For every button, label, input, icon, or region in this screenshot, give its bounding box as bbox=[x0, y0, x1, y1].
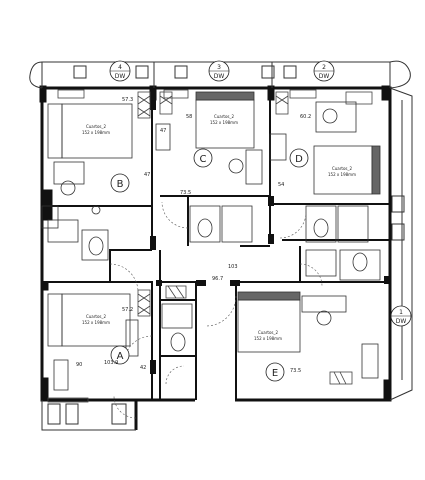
beds bbox=[47, 91, 381, 353]
dim-label: 96.7 bbox=[212, 276, 223, 282]
right-balcony bbox=[389, 87, 413, 401]
window-code: DW bbox=[214, 73, 225, 80]
dim-label: 60.2 bbox=[300, 114, 311, 120]
bed-note: Cuartos_2 bbox=[258, 330, 279, 335]
window-tag-2: 2 DW bbox=[313, 60, 335, 82]
window-num: 3 bbox=[217, 64, 221, 71]
window-code: DW bbox=[115, 73, 126, 80]
room-tag-E: E bbox=[265, 362, 285, 382]
dim-label: 47 bbox=[144, 172, 150, 178]
dim-label: 73.5 bbox=[290, 368, 301, 374]
bed-notes: Cuartos_2 152 x 198mm Cuartos_2 152 x 19… bbox=[82, 114, 356, 341]
wall-blocks bbox=[150, 96, 390, 374]
bed-note: Cuartos_2 bbox=[214, 114, 235, 119]
room-letter: B bbox=[117, 179, 124, 190]
window-code: DW bbox=[319, 73, 330, 80]
room-tag-A: A bbox=[110, 345, 130, 365]
dim-label: 90 bbox=[76, 362, 82, 368]
dim-label: 54 bbox=[278, 182, 284, 188]
window-num: 2 bbox=[322, 64, 326, 71]
window-num: 1 bbox=[399, 309, 403, 316]
room-letter: D bbox=[295, 154, 303, 165]
dim-label: 58 bbox=[186, 114, 192, 120]
window-sliders bbox=[47, 89, 317, 403]
window-tag-4: 4 DW bbox=[109, 60, 131, 82]
desks bbox=[41, 101, 379, 391]
room-letter: A bbox=[117, 351, 124, 362]
room-tag-D: D bbox=[289, 148, 309, 168]
room-letter: E bbox=[272, 368, 278, 379]
dim-label: 103.9 bbox=[104, 360, 118, 366]
window-num: 4 bbox=[118, 64, 122, 71]
bed-size: 152 x 198mm bbox=[254, 336, 282, 341]
door-swings bbox=[109, 201, 323, 419]
room-tag-C: C bbox=[193, 148, 213, 168]
dim-label: 42 bbox=[140, 365, 146, 371]
bathrooms bbox=[47, 205, 381, 352]
chairs bbox=[60, 108, 338, 326]
dim-label: 103 bbox=[228, 264, 238, 270]
window-tag-1: 1 DW bbox=[390, 305, 412, 327]
bed-note: Cuartos_2 bbox=[86, 314, 107, 319]
bed-size: 152 x 198mm bbox=[82, 320, 110, 325]
bed-note: Cuartos_2 bbox=[332, 166, 353, 171]
bottom-balcony bbox=[41, 400, 136, 431]
window-code: DW bbox=[396, 318, 407, 325]
room-tag-B: B bbox=[110, 173, 130, 193]
bed-size: 152 x 198mm bbox=[82, 130, 110, 135]
dimensions: 57.3 47 58 47 73.5 60.2 54 57.2 103.9 90… bbox=[76, 97, 311, 374]
bed-note: Cuartos_2 bbox=[86, 124, 107, 129]
wardrobes bbox=[137, 91, 373, 385]
window-tag-3: 3 DW bbox=[208, 60, 230, 82]
dim-label: 57.3 bbox=[122, 97, 133, 103]
dim-label: 57.2 bbox=[122, 307, 133, 313]
bed-size: 152 x 198mm bbox=[210, 120, 238, 125]
bed-size: 152 x 198mm bbox=[328, 172, 356, 177]
dim-label: 47 bbox=[160, 128, 166, 134]
room-letter: C bbox=[200, 154, 207, 165]
dim-label: 73.5 bbox=[180, 190, 191, 196]
